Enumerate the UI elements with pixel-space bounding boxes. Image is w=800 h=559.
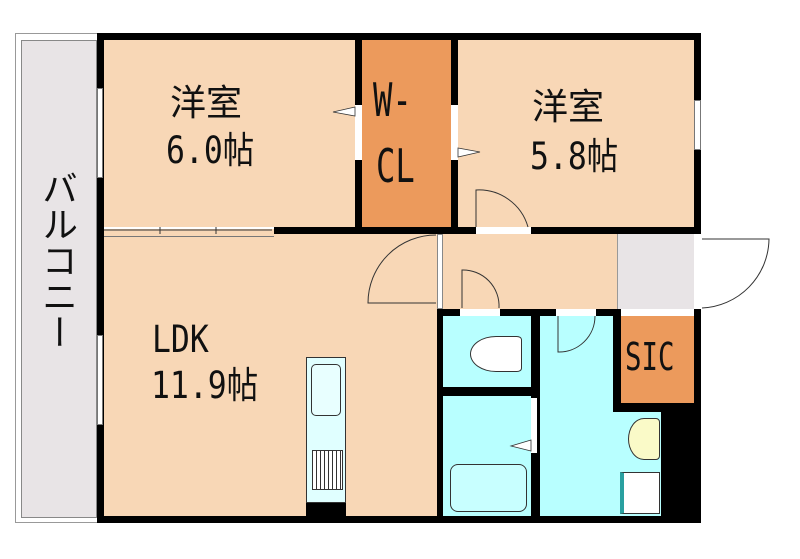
room-bedroom1 xyxy=(104,40,355,227)
toilet-door[interactable] xyxy=(460,309,500,316)
wcl-door2[interactable] xyxy=(451,105,458,160)
entrance-door[interactable] xyxy=(694,234,701,309)
toilet-icon xyxy=(470,336,522,372)
bedroom2-size: 5.8帖 xyxy=(530,135,619,178)
ldk-door-swing xyxy=(367,234,437,304)
shoe-in-closet xyxy=(621,316,694,403)
wcl-label-2: CL xyxy=(376,139,415,193)
room-ldk-upper xyxy=(104,227,274,237)
ldk-door[interactable] xyxy=(437,234,443,309)
sink-icon xyxy=(311,364,341,416)
bathtub-icon xyxy=(450,464,527,512)
wcl-label-1: W- xyxy=(373,73,412,127)
entrance-door-swing xyxy=(701,238,770,309)
washroom-door-swing xyxy=(557,315,596,353)
wcl-triangle2 xyxy=(457,147,481,158)
balcony-label: バルコニー xyxy=(36,170,77,350)
washroom xyxy=(540,316,613,516)
vanity-sink-icon xyxy=(628,418,660,460)
bedroom1-size: 6.0帖 xyxy=(166,129,255,172)
room-walk-in-closet xyxy=(362,40,451,227)
bedroom2-door[interactable] xyxy=(476,227,531,234)
sic-label: SIC xyxy=(625,335,675,379)
balcony-window-ldk[interactable] xyxy=(97,335,103,425)
bedroom2-name: 洋室 xyxy=(532,87,605,128)
ldk-size: 11.9帖 xyxy=(151,364,259,407)
ldk-name: LDK xyxy=(152,318,209,361)
bedroom1-name: 洋室 xyxy=(170,83,243,124)
washing-machine-icon xyxy=(620,472,660,514)
wcl-door[interactable] xyxy=(355,105,362,160)
sliding-door xyxy=(104,227,272,234)
balcony-window-bedroom[interactable] xyxy=(97,88,103,178)
bath-door[interactable] xyxy=(531,398,537,453)
wcl-triangle xyxy=(332,106,356,117)
room-ldk xyxy=(104,234,437,516)
stove-icon xyxy=(312,450,343,490)
entrance xyxy=(617,234,694,309)
room-bedroom2 xyxy=(458,40,694,227)
bedroom2-door-swing xyxy=(475,189,529,228)
bath-triangle xyxy=(509,439,532,452)
fridge-space xyxy=(306,503,346,516)
balcony-floor xyxy=(21,40,97,518)
bedroom2-window[interactable] xyxy=(694,100,701,150)
sic-opening[interactable] xyxy=(621,309,694,316)
toilet-door-swing xyxy=(461,269,500,309)
washroom-door[interactable] xyxy=(556,309,596,316)
